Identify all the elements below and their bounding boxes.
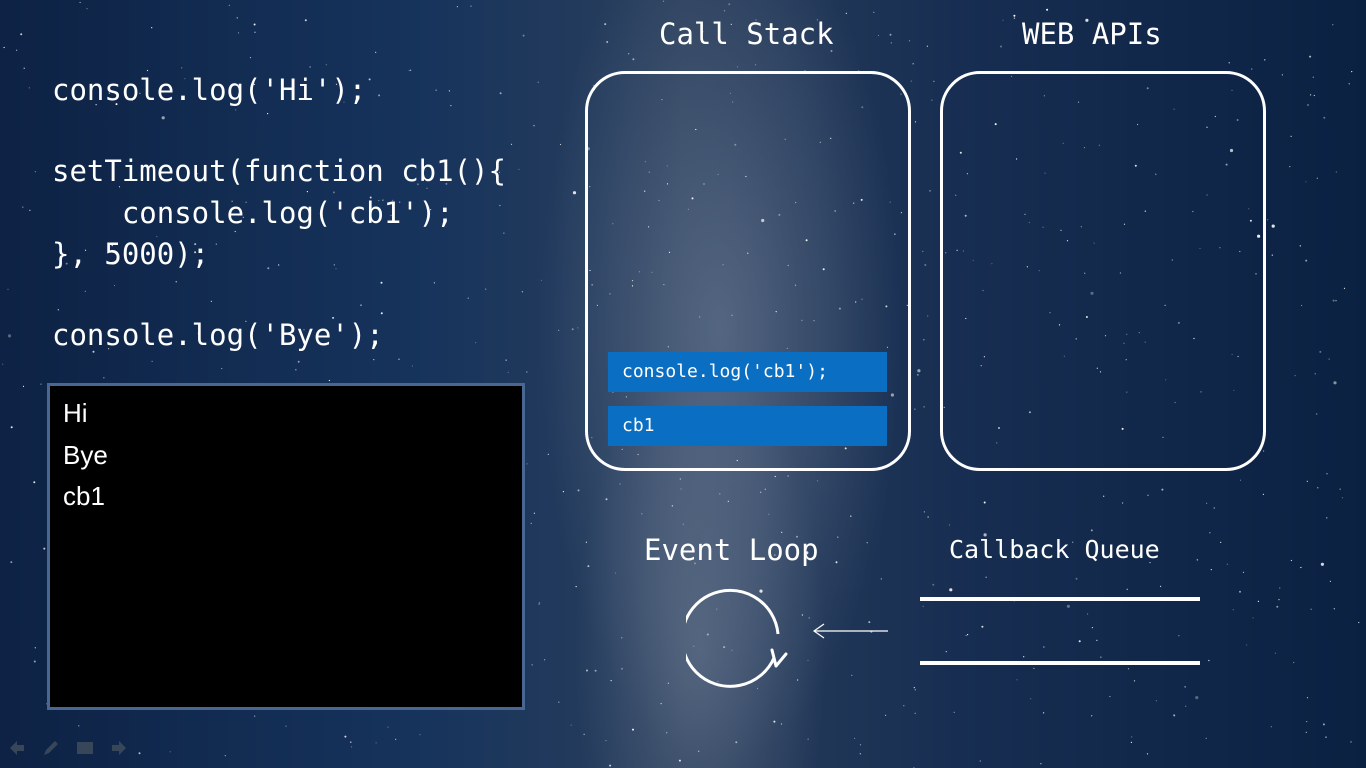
web-apis-title: WEB APIs	[1022, 17, 1162, 51]
slide-navigation	[6, 738, 130, 758]
pen-icon[interactable]	[40, 738, 62, 758]
code-line: console.log('Bye');	[52, 318, 384, 352]
call-stack-frame: cb1	[608, 406, 887, 446]
code-line: console.log('Hi');	[52, 73, 367, 107]
event-loop-circle-icon	[686, 588, 788, 688]
event-loop-title: Event Loop	[644, 533, 819, 567]
callback-queue-bottom-line	[920, 661, 1200, 665]
next-icon[interactable]	[108, 738, 130, 758]
slides-icon[interactable]	[74, 738, 96, 758]
code-line: }, 5000);	[52, 237, 210, 271]
console-output-line: cb1	[63, 481, 105, 511]
console-output-line: Hi	[63, 398, 88, 428]
call-stack-frame: console.log('cb1');	[608, 352, 887, 392]
console-output-line: Bye	[63, 440, 108, 470]
code-line: setTimeout(function cb1(){	[52, 154, 506, 188]
web-apis-panel	[940, 71, 1266, 471]
callback-queue-top-line	[920, 597, 1200, 601]
call-stack-title: Call Stack	[659, 17, 834, 51]
callback-queue-title: Callback Queue	[949, 535, 1160, 564]
call-stack-panel	[585, 71, 911, 471]
console-output: Hi Bye cb1	[47, 383, 525, 710]
arrow-left-icon	[812, 623, 888, 639]
previous-icon[interactable]	[6, 738, 28, 758]
code-line: console.log('cb1');	[52, 196, 454, 230]
